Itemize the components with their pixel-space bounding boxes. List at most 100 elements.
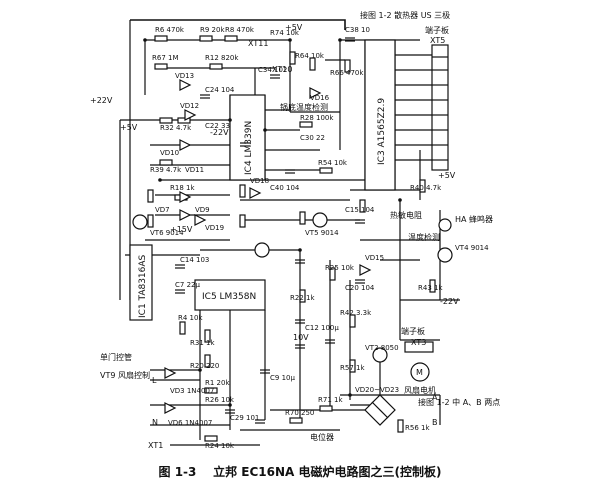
supply-minus22v-right: -22V xyxy=(440,297,459,306)
fan-motor: M 风扇电机 端子板 XT3 xyxy=(401,326,436,395)
node-b: B xyxy=(432,418,438,427)
figure-title: 立邦 EC16NA 电磁炉电路图之三(控制板) xyxy=(213,465,442,479)
label-vt4: VT4 9014 xyxy=(455,244,489,252)
label-r74: R74 10k xyxy=(270,29,300,37)
label-r64: R64 10k xyxy=(295,52,325,60)
ic1-label: IC1 TA8316AS xyxy=(138,254,148,318)
label-vd16: VD16 xyxy=(310,94,330,102)
label-r9: R9 20k xyxy=(200,26,225,34)
ic4-label: IC4 LM339N xyxy=(244,121,254,175)
label-vd6: VD6 1N4007 xyxy=(168,419,212,427)
supply-plus5v-right: +5V xyxy=(438,171,456,180)
label-vd13: VD13 xyxy=(175,72,194,80)
label-r24: R24 10k xyxy=(205,442,235,450)
diode-array xyxy=(164,79,372,414)
label-vt6: VT6 9014 xyxy=(150,229,184,237)
supply-minus22v-left: -22V xyxy=(210,128,229,137)
label-c15: C15 104 xyxy=(345,206,375,214)
label-c12: C12 100μ xyxy=(305,324,339,332)
label-c22: C22 33 xyxy=(205,122,230,130)
supply-plus15v: +15V xyxy=(170,225,193,234)
node-a: A xyxy=(432,393,438,402)
label-r56: R56 1k xyxy=(405,424,430,432)
capacitor-array xyxy=(175,37,365,424)
label-vd10: VD10 xyxy=(160,149,179,157)
component-labels: R6 470k R9 20k R8 470k R67 1M R12 820k R… xyxy=(150,26,489,450)
xt1-label: XT1 xyxy=(148,441,163,450)
ab-points-label: 接图 1-2 中 A、B 两点 xyxy=(418,397,500,407)
ic1-chip: IC1 TA8316AS xyxy=(129,244,153,321)
label-vd9: VD9 xyxy=(195,206,210,214)
label-r4: R4 10k xyxy=(178,314,203,322)
figure-number: 图 1-3 xyxy=(158,465,197,479)
label-r32: R32 4.7k xyxy=(160,124,192,132)
supply-plus22v: +22V xyxy=(90,96,113,105)
label-r39: R39 4.7k xyxy=(150,166,182,174)
supply-plus5v-top: +5V xyxy=(285,23,303,32)
label-r70: R70 250 xyxy=(285,409,314,417)
label-vd19: VD19 xyxy=(205,224,224,232)
ic5-chip: IC5 LM358N xyxy=(194,279,266,311)
supply-plus5v-left: +5V xyxy=(120,123,138,132)
label-r6: R6 470k xyxy=(155,26,185,34)
label-c20: C20 104 xyxy=(345,284,375,292)
label-r25: R25 10k xyxy=(325,264,355,272)
label-r43: R43 1k xyxy=(418,284,443,292)
label-vd18: VD18 xyxy=(250,177,269,185)
label-r26: R26 10k xyxy=(205,396,235,404)
label-c9: C9 10μ xyxy=(270,374,295,382)
label-vt2: VT2 8050 xyxy=(365,344,399,352)
label-c24: C24 104 xyxy=(205,86,235,94)
label-r22: R22 1k xyxy=(290,294,315,302)
svg-text:M: M xyxy=(416,368,423,377)
fan-motor-label: 风扇电机 xyxy=(404,385,436,395)
label-c29: C29 101 xyxy=(230,414,259,422)
label-r8: R8 470k xyxy=(225,26,255,34)
node-l: L xyxy=(152,376,157,385)
transistors xyxy=(132,212,453,363)
pot-temp2-label: 温度检测 xyxy=(408,232,440,242)
label-vd3: VD3 1N4007 xyxy=(170,387,214,395)
xt11-label: XT11 xyxy=(248,39,268,48)
label-vd12: VD12 xyxy=(180,102,199,110)
label-r20: R20 220 xyxy=(190,362,219,370)
bridge-rectifier: VD20~VD23 xyxy=(355,386,399,426)
fan-control-label: VT9 风扇控制 xyxy=(100,370,150,380)
label-c34: C34 102 xyxy=(258,66,287,74)
xt3-label: 端子板 xyxy=(401,326,425,336)
label-vd11: VD11 xyxy=(185,166,204,174)
label-r1: R1 20k xyxy=(205,379,230,387)
xt3-id: XT3 xyxy=(411,338,426,347)
xt10-label: XT10 xyxy=(272,65,292,74)
ic5-label: IC5 LM358N xyxy=(202,292,256,302)
top-note: 接图 1-2 散热器 US 三极 xyxy=(360,10,450,20)
supply-10v: 10V xyxy=(293,333,309,342)
label-c14: C14 103 xyxy=(180,256,209,264)
xt5-label: 端子板 xyxy=(425,25,449,35)
ic3-label: IC3 A1565Z2.9 xyxy=(377,98,387,165)
label-r66: R66 470k xyxy=(330,69,364,77)
xt5-terminal-strip: 端子板 XT5 xyxy=(425,25,449,171)
pot-temp-label: 锅底温度检测 xyxy=(280,102,328,112)
label-r57: R57 1k xyxy=(340,364,365,372)
label-vt5: VT5 9014 xyxy=(305,229,339,237)
label-c30: C30 22 xyxy=(300,134,325,142)
vd20-23-label: VD20~VD23 xyxy=(355,386,399,394)
ic3-chip: IC3 A1565Z2.9 xyxy=(364,39,396,191)
ic4-chip: IC4 LM339N xyxy=(229,94,266,181)
heat-sensor-label: 热敏电阻 xyxy=(390,210,422,220)
label-c7: C7 22μ xyxy=(175,281,200,289)
label-r71: R71 1k xyxy=(318,396,343,404)
junction-dots xyxy=(143,38,402,407)
function-labels: 接图 1-2 散热器 US 三极 +5V +22V +5V -22V +5V -… xyxy=(90,10,500,450)
label-r42: R42 3.3k xyxy=(340,309,372,317)
pot-detect-label: 电位器 xyxy=(310,432,334,442)
label-r54: R54 10k xyxy=(318,159,348,167)
label-vd7: VD7 xyxy=(155,206,170,214)
label-c40: C40 104 xyxy=(270,184,300,192)
buzzer-label: HA 蜂鸣器 xyxy=(455,214,493,224)
node-n: N xyxy=(152,418,158,427)
label-c38: C38 10 xyxy=(345,26,370,34)
power-control-label: 单门控管 xyxy=(100,352,132,362)
